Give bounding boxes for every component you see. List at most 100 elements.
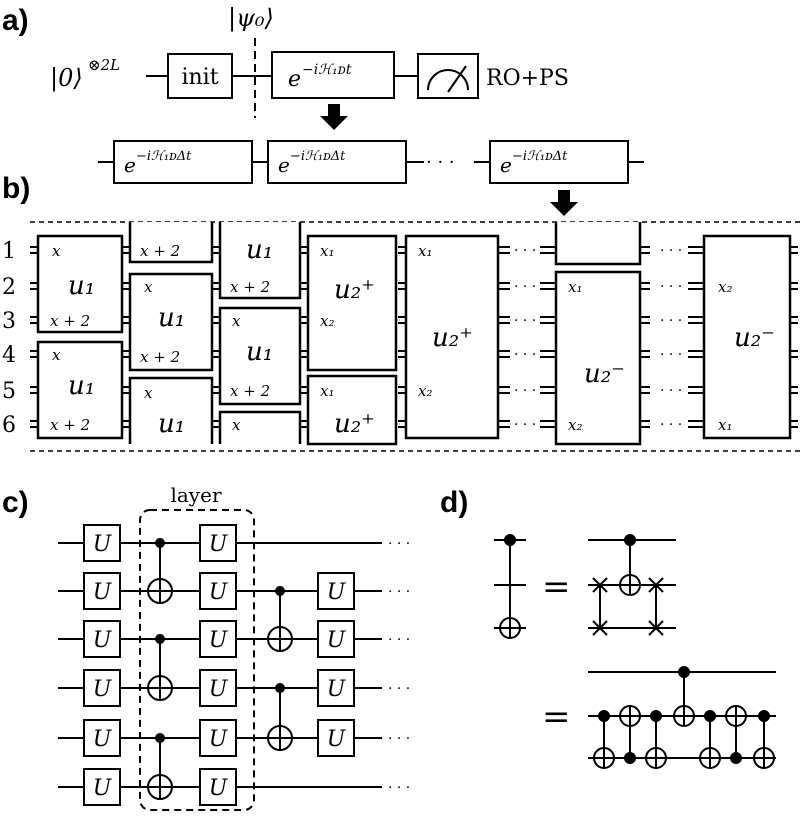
ket0-power: ⊗2L bbox=[88, 56, 120, 74]
layer-label: layer bbox=[170, 483, 221, 507]
gate-label-x2: x₂ bbox=[418, 382, 432, 400]
control-dot bbox=[155, 634, 165, 644]
trotter-exp-3: −iℋ₁ᴅΔt bbox=[512, 149, 568, 164]
u-gate-label: U bbox=[209, 776, 229, 801]
gate-label-x: x bbox=[232, 312, 241, 330]
u2plus-gate-box bbox=[306, 234, 398, 372]
gate-label-x-plus-2: x + 2 bbox=[230, 278, 270, 296]
u-gate-label: U bbox=[93, 532, 113, 557]
u1-gate-box-cut bbox=[218, 222, 302, 300]
init-label: init bbox=[181, 65, 218, 90]
ellipsis: · · · bbox=[660, 417, 682, 433]
u2plus-gate-box-large bbox=[404, 234, 500, 440]
gate-label-x1: x₁ bbox=[320, 382, 334, 400]
u-gate-label: U bbox=[209, 532, 229, 557]
u-gate-label: U bbox=[209, 628, 229, 653]
gate-label-x-plus-2: x + 2 bbox=[50, 312, 90, 330]
control-dot bbox=[624, 752, 636, 764]
u-gate-box bbox=[317, 669, 355, 707]
ellipsis: · · · bbox=[388, 632, 410, 648]
gate-label-x-plus-2: x + 2 bbox=[140, 348, 180, 366]
u-gate-label: U bbox=[93, 776, 113, 801]
control-dot bbox=[730, 752, 742, 764]
ellipsis: · · · bbox=[514, 383, 536, 399]
ellipsis: · · · bbox=[660, 347, 682, 363]
panel-d: = = bbox=[494, 534, 776, 769]
ellipsis: · · · bbox=[388, 731, 410, 747]
u1-gate-box-cut bbox=[128, 376, 214, 444]
gate-box-cut bbox=[554, 222, 642, 266]
meter-box bbox=[417, 53, 479, 99]
ellipsis: · · · bbox=[514, 417, 536, 433]
trotter-exp-2: −iℋ₁ᴅΔt bbox=[290, 149, 346, 164]
gate-label-x1: x₁ bbox=[568, 278, 582, 296]
u-gate-box bbox=[317, 572, 355, 610]
gate-label-x-plus-2: x + 2 bbox=[230, 382, 270, 400]
control-dot bbox=[758, 710, 770, 722]
ket0-label: |0⟩ bbox=[50, 64, 83, 93]
row-label: 2 bbox=[2, 275, 16, 300]
row-label: 1 bbox=[2, 239, 16, 264]
u-gate-label: U bbox=[327, 727, 347, 752]
row-label: 6 bbox=[2, 413, 16, 438]
evolution-box bbox=[271, 51, 395, 99]
init-box bbox=[167, 53, 233, 99]
gate-label-x1: x₁ bbox=[418, 242, 432, 260]
gate-label-x: x bbox=[144, 278, 153, 296]
u2plus-gate-box bbox=[306, 374, 398, 446]
u-gate-box bbox=[83, 620, 121, 658]
u-gate-box bbox=[83, 768, 121, 806]
ellipsis: · · · bbox=[388, 536, 410, 552]
panel-label-b: b) bbox=[2, 172, 30, 205]
equals-sign-1: = bbox=[542, 567, 571, 607]
meter-dial bbox=[427, 69, 469, 91]
ellipsis: · · · bbox=[660, 383, 682, 399]
u1-gate-box bbox=[218, 306, 302, 406]
u1-gate-box bbox=[36, 234, 124, 334]
u-gate-box bbox=[199, 620, 237, 658]
u-gate-box bbox=[317, 620, 355, 658]
swap-cross-icon bbox=[592, 577, 664, 636]
ellipsis: · · · bbox=[388, 681, 410, 697]
gate-label-u1: u₁ bbox=[158, 303, 185, 333]
u2minus-gate-box-large bbox=[702, 234, 792, 440]
u-gate-box bbox=[83, 669, 121, 707]
trotter-ellipsis: · · · bbox=[426, 152, 455, 173]
trotter-base-2: e bbox=[278, 153, 290, 177]
down-arrow-icon bbox=[320, 104, 348, 130]
u-gate-box bbox=[199, 524, 237, 562]
readout-label: RO+PS bbox=[486, 66, 569, 91]
control-dot bbox=[650, 710, 662, 722]
gate-label-u1: u₁ bbox=[158, 409, 185, 439]
gate-label-u1: u₁ bbox=[68, 271, 95, 301]
u-gate-label: U bbox=[327, 677, 347, 702]
u-gate-label: U bbox=[93, 628, 113, 653]
u-gate-label: U bbox=[209, 580, 229, 605]
gate-label-x1: x₁ bbox=[320, 242, 334, 260]
u-gate-box bbox=[199, 719, 237, 757]
u-gate-box bbox=[199, 669, 237, 707]
equals-sign-2: = bbox=[542, 697, 571, 737]
ellipsis: · · · bbox=[514, 347, 536, 363]
ellipsis: · · · bbox=[660, 313, 682, 329]
u1-gate-box-cut bbox=[218, 410, 302, 444]
control-dot bbox=[504, 534, 516, 546]
u-gate-label: U bbox=[93, 677, 113, 702]
gate-label-x2: x₂ bbox=[718, 278, 732, 296]
u-gate-box bbox=[83, 572, 121, 610]
gate-label-u1: u₁ bbox=[246, 235, 273, 265]
trotter-base-1: e bbox=[124, 153, 136, 177]
row-label: 4 bbox=[2, 343, 16, 368]
control-dot bbox=[598, 710, 610, 722]
u-gate-label: U bbox=[209, 727, 229, 752]
gate-label-u2-plus: u₂⁺ bbox=[432, 323, 473, 353]
ellipsis: · · · bbox=[514, 279, 536, 295]
layer-box bbox=[139, 509, 255, 811]
gate-label-u1: u₁ bbox=[68, 371, 95, 401]
gate-label-x2: x₂ bbox=[320, 312, 334, 330]
trotter-base-3: e bbox=[500, 153, 512, 177]
u1-gate-box-cut bbox=[128, 222, 214, 264]
gate-label-u2-minus: u₂⁻ bbox=[734, 323, 775, 353]
u-gate-label: U bbox=[93, 727, 113, 752]
